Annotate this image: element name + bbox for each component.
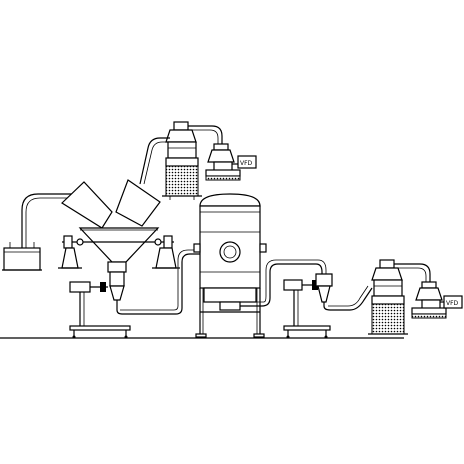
- vfd-label-top: VFD: [240, 160, 253, 167]
- vacuum-receiver-right: [368, 259, 408, 335]
- conveying-pipe-stand-to-receiver: [323, 287, 373, 311]
- vacuum-line-right: [394, 263, 431, 282]
- conveying-pipe-bag-to-blender: [21, 193, 80, 248]
- vacuum-line-top: [188, 125, 223, 144]
- vacuum-receiver-top: [162, 121, 202, 200]
- vacuum-pump-right: [411, 281, 447, 319]
- blender-support-left: [58, 235, 82, 269]
- vfd-label-right: VFD: [446, 300, 459, 307]
- fluid-bed-dryer: [193, 193, 267, 338]
- conveying-pipe-dryer-to-stand: [240, 263, 323, 307]
- vacuum-pump-top: [205, 143, 241, 181]
- vfd-box-top: VFD: [237, 155, 257, 169]
- dryer-sight-glass: [219, 241, 241, 263]
- blender-support-right: [152, 235, 180, 269]
- vfd-box-right: VFD: [443, 295, 463, 309]
- discharge-stand-left: [69, 281, 131, 339]
- conveying-pipe-receiver-to-blender: [139, 137, 170, 185]
- conveying-pipe-blender-to-dryer: [116, 253, 200, 315]
- discharge-stand-right: [283, 273, 333, 339]
- v-blender: [61, 179, 174, 306]
